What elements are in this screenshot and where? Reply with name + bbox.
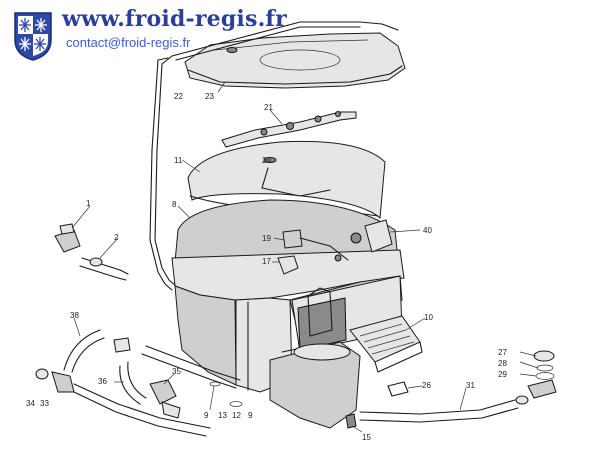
callout-9-right: 9	[248, 411, 253, 420]
fittings-34-33	[35, 368, 211, 437]
hose-36	[119, 361, 147, 405]
snowflake-shield-icon	[14, 12, 52, 61]
contact-email[interactable]: contact@froid-regis.fr	[66, 35, 191, 50]
small-parts	[209, 381, 357, 429]
callout-13: 13	[218, 411, 227, 420]
callout-33: 33	[40, 399, 49, 408]
hose-2	[79, 257, 129, 281]
callout-27: 27	[498, 348, 507, 357]
callout-11: 11	[174, 156, 183, 165]
callout-35: 35	[172, 367, 181, 376]
callout-9-left: 9	[204, 411, 209, 420]
part-1	[54, 223, 81, 253]
fittings-27-29	[527, 350, 557, 399]
callout-19: 19	[262, 234, 271, 243]
side-pipe	[149, 21, 399, 291]
callout-12: 12	[232, 411, 241, 420]
callout-23: 23	[205, 92, 214, 101]
callout-26: 26	[422, 381, 431, 390]
tank-body	[171, 199, 405, 429]
valve-19	[282, 229, 349, 262]
callout-21: 21	[264, 103, 273, 112]
top-lid	[184, 32, 406, 89]
callout-8: 8	[172, 200, 177, 209]
callout-36: 36	[98, 377, 107, 386]
drip-tray-10	[349, 315, 423, 373]
fitting-35	[149, 379, 181, 419]
callout-2: 2	[114, 233, 119, 242]
callout-1: 1	[86, 199, 91, 208]
long-hose	[141, 345, 241, 389]
bracket-17	[277, 255, 299, 275]
clamp-26	[387, 381, 409, 397]
site-url[interactable]: www.froid-regis.fr	[62, 6, 287, 32]
callout-38: 38	[70, 311, 79, 320]
leader-lines	[71, 81, 539, 433]
callout-22: 22	[174, 92, 183, 101]
callout-28: 28	[498, 359, 507, 368]
component-40	[350, 219, 393, 253]
callout-31: 31	[466, 381, 475, 390]
hose-31	[359, 395, 529, 423]
callout-34: 34	[26, 399, 35, 408]
callout-10: 10	[424, 313, 433, 322]
rail-21	[221, 111, 357, 148]
callout-29: 29	[498, 370, 507, 379]
hose-38-top	[63, 329, 131, 373]
callout-17: 17	[262, 257, 271, 266]
callout-labels: 22 23 21 11 20 1 8 2 40 19 17 10 38 27 2…	[26, 92, 507, 442]
callout-40: 40	[423, 226, 432, 235]
callout-20: 20	[262, 156, 271, 165]
callout-15: 15	[362, 433, 371, 442]
